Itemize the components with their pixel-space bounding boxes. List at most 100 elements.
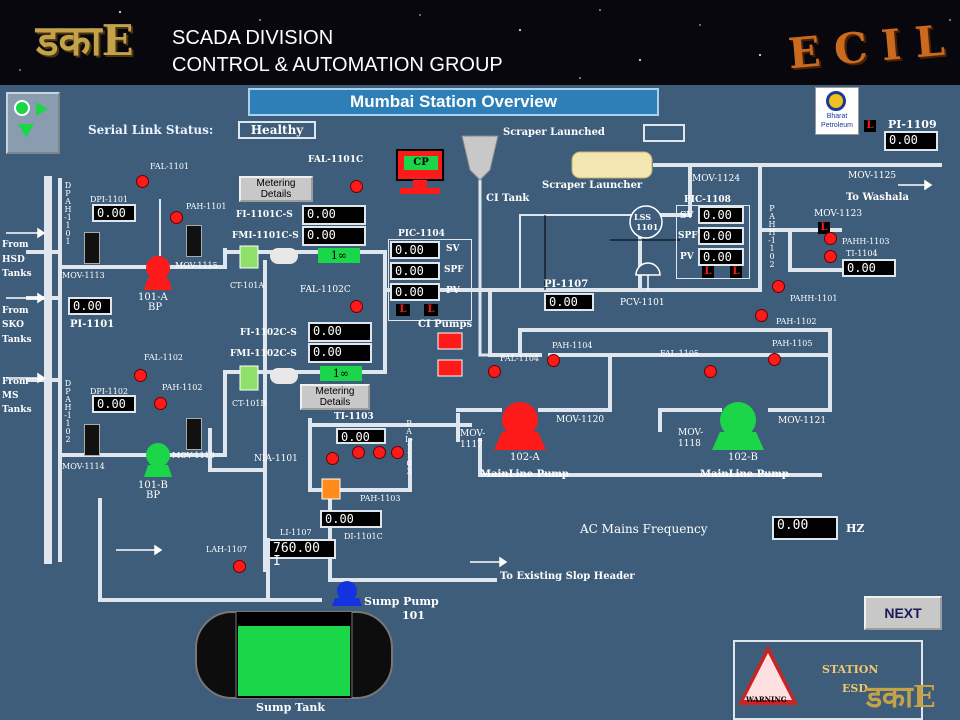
- pah-1101-lamp: [170, 211, 183, 224]
- pal-1103-label: PAL-1103: [405, 419, 414, 476]
- source-ms-line1: From: [2, 377, 29, 387]
- fi-1102c-s-label: FI-1102C-S: [240, 328, 297, 338]
- division-title: SCADA DIVISION: [172, 27, 334, 49]
- mov-1113-label: MOV-1113: [62, 271, 105, 280]
- mov-1123-label: MOV-1123: [814, 209, 863, 219]
- fi-1102c-s-value: 0.00: [308, 322, 372, 342]
- bp-emblem-icon: [826, 91, 846, 111]
- pah-1105-lamp: [768, 353, 781, 366]
- ci-tank-label: CI Tank: [486, 193, 530, 204]
- nia-1101-label: NIA-1101: [254, 454, 298, 464]
- fi-1101c-s-label: FI-1101C-S: [236, 210, 293, 220]
- play-right-icon[interactable]: [36, 102, 48, 116]
- fal-1101c-label: FAL-1101C: [308, 155, 364, 165]
- warning-label: WARNING: [746, 695, 787, 704]
- pic-1108-l2: L: [730, 266, 742, 278]
- fal-1102-label: FAL-1102: [144, 353, 184, 362]
- dpah-1102-label: DPAH-1102: [64, 379, 72, 444]
- ac-mains-unit: HZ: [846, 522, 865, 535]
- nia-1101-lamp: [326, 452, 339, 465]
- fal-1102-lamp: [134, 369, 147, 382]
- station-esd-label-1: STATION: [822, 663, 879, 676]
- pi-1101-value: 0.00: [68, 297, 112, 315]
- fmi-1102c-s-value: 0.00: [308, 343, 372, 363]
- metering-details-a-button[interactable]: Metering Details: [239, 176, 313, 202]
- scraper-launched-indicator: [643, 124, 685, 142]
- dpi-1101-value: 0.00: [92, 204, 136, 222]
- metering-line1: Metering: [256, 178, 296, 189]
- pahh-1103-lamp: [824, 232, 837, 245]
- pump-101a-label: 101-A: [138, 292, 168, 303]
- metering-details-b-button[interactable]: Metering Details: [300, 384, 370, 410]
- pic-1104-spf-value: 0.00: [390, 262, 440, 280]
- to-slop-label: To Existing Slop Header: [500, 571, 635, 582]
- pump-102b-label: 102-B: [728, 452, 758, 463]
- fal-1105-label: FAL-1105: [660, 349, 700, 358]
- mainline-pump-b-label: MainLine Pump: [700, 469, 789, 480]
- pahh-1101-label: PAHH-1101: [790, 294, 838, 303]
- next-button[interactable]: NEXT: [864, 596, 942, 630]
- li-1107-label: LI-1107: [280, 528, 312, 537]
- pic-1104-label: PIC-1104: [398, 229, 445, 239]
- pic-1104-l1: L: [396, 304, 410, 316]
- ti-1104-label: TI-1104: [846, 249, 878, 258]
- pah-1102-lamp: [154, 397, 167, 410]
- mov-1118-label-2: 1118: [678, 439, 701, 449]
- ci-pumps-label: CI Pumps: [418, 319, 473, 330]
- ct-101b-label: CT-101B: [232, 399, 267, 408]
- pic-1108-spf-value: 0.00: [698, 227, 744, 245]
- pic-1108-spf-label: SPF: [678, 231, 698, 241]
- play-forward-icon[interactable]: [14, 100, 30, 116]
- pic-1104-pv-value: 0.00: [390, 283, 440, 301]
- source-ms-line2: MS: [2, 391, 19, 401]
- ct-101a-label: CT-101A: [230, 281, 265, 290]
- nav-controls[interactable]: [6, 92, 60, 154]
- fal-1104-label: FAL-1104: [500, 354, 540, 363]
- pah-1101-label: PAH-1101: [186, 202, 227, 211]
- dpah-1101-label: DPAH-1101: [64, 181, 72, 246]
- pi-1107-value: 0.00: [544, 293, 594, 311]
- metering-line2: Details: [319, 397, 351, 408]
- source-hsd-line3: Tanks: [2, 269, 32, 279]
- source-ms-line3: Tanks: [2, 405, 32, 415]
- pahh-1103-label: PAHH-1103: [842, 237, 890, 246]
- lss-label-1: LSS: [634, 212, 652, 222]
- station-esd-panel[interactable]: [733, 640, 923, 720]
- dpi-1102-label: DPI-1102: [90, 387, 129, 396]
- l-indicator: L: [864, 120, 876, 132]
- valve-icon[interactable]: [186, 418, 202, 450]
- source-hsd-line2: HSD: [2, 255, 25, 265]
- pic-1108-panel: [676, 205, 750, 279]
- pah-1104-label: PAH-1104: [552, 341, 593, 350]
- mov-1118-label-1: MOV-: [678, 428, 704, 438]
- serial-link-status: Healthy: [238, 121, 316, 139]
- ac-mains-label: AC Mains Frequency: [580, 522, 708, 536]
- pah-1103-label: PAH-1103: [360, 494, 401, 503]
- pcv-1101-label: PCV-1101: [620, 298, 665, 308]
- valve-icon[interactable]: [84, 424, 100, 456]
- pic-1108-pv-value: 0.00: [698, 248, 744, 266]
- pic-1108-label: PIC-1108: [684, 195, 731, 205]
- pal-1103-lamp: [373, 446, 386, 459]
- metering-line2: Details: [260, 189, 292, 200]
- mov-1117-label-1: MOV-: [460, 429, 486, 439]
- to-washala-label: To Washala: [846, 192, 909, 203]
- dpi-1102-value: 0.00: [92, 395, 136, 413]
- valve-icon[interactable]: [186, 225, 202, 257]
- pi-1109-label: PI-1109: [888, 118, 937, 131]
- metering-line1: Metering: [315, 386, 355, 397]
- lah-1107-lamp: [233, 560, 246, 573]
- ci-tank-shape: [461, 135, 499, 181]
- pump-102a-label: 102-A: [510, 452, 540, 463]
- source-sko-line2: SKO: [2, 320, 24, 330]
- ecil-hindi-logo-small: डकाE: [866, 680, 936, 715]
- pahh-1102-label: PAHH-1102: [768, 204, 776, 269]
- station-esd-label-2: ESD: [842, 682, 868, 695]
- lss-label-2: 1101: [636, 222, 659, 232]
- fal-1101-label: FAL-1101: [150, 162, 190, 171]
- valve-icon[interactable]: [84, 232, 100, 264]
- arrow-down-icon[interactable]: [18, 124, 34, 138]
- pic-1104-spf-label: SPF: [444, 265, 464, 275]
- pic-1108-sv-value: 0.00: [698, 206, 744, 224]
